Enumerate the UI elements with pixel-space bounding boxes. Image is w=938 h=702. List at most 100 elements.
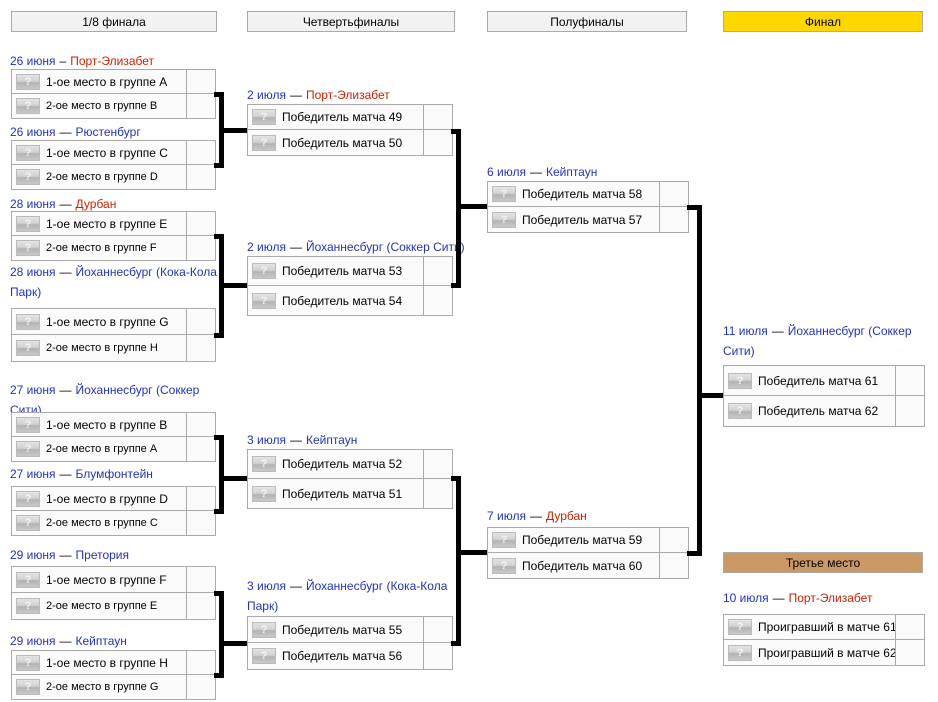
team-row: ? 2-ое место в группе A [12,437,215,461]
team-row: ? 2-ое место в группе C [12,511,215,535]
team-row: ? 1-ое место в группе A [12,70,215,94]
team-name: Победитель матча 54 [282,293,403,308]
venue-link[interactable]: Йоханнесбург (Кока-Кола Парк) [10,265,217,299]
match-box-qf-4: ? Победитель матча 55 ? Победитель матча… [247,616,453,670]
date-link[interactable]: 2 июля [247,240,286,254]
date-link[interactable]: 26 июня [10,125,56,139]
match-header-r16-4: 28 июня—Йоханнесбург (Кока-Кола Парк) [10,262,225,302]
match-box-r16-3: ? 1-ое место в группе E ? 2-ое место в г… [11,211,216,261]
dash: — [59,548,72,562]
team-row: ? Победитель матча 62 [724,396,924,426]
venue-link[interactable]: Кейптаун [305,433,358,447]
flag-placeholder-icon: ? [492,211,516,228]
team-name: 2-ое место в группе D [46,171,158,183]
score-cell [186,335,215,361]
date-link[interactable]: 6 июля [487,165,526,179]
team-row: ? 1-ое место в группе E [12,212,215,236]
flag-placeholder-icon: ? [492,532,516,548]
date-link[interactable]: 29 июня [10,634,56,648]
team-row: ? Победитель матча 51 [248,479,452,508]
team-row: ? Проигравший в матче 62 [724,640,924,665]
score-cell [423,643,452,669]
dash: — [289,579,302,593]
team-row: ? 1-ое место в группе G [12,309,215,335]
team-name: Победитель матча 62 [758,404,879,418]
match-box-qf-2: ? Победитель матча 53 ? Победитель матча… [247,256,453,316]
venue-link[interactable]: Порт-Элизабет [70,54,155,68]
match-box-sf-2: ? Победитель матча 59 ? Победитель матча… [487,527,689,579]
team-name: Победитель матча 59 [522,533,643,547]
date-link[interactable]: 26 июня [10,54,56,68]
team-row: ? 1-ое место в группе F [12,567,215,593]
score-cell [895,366,924,395]
venue-link[interactable]: Йоханнесбург (Соккер Сити) [305,240,465,254]
venue-link[interactable]: Порт-Элизабет [305,88,390,102]
score-cell [659,207,688,232]
team-name: Победитель матча 49 [282,110,403,124]
team-row: ? Победитель матча 55 [248,617,452,643]
venue-link[interactable]: Блумфонтейн [75,467,153,481]
flag-placeholder-icon: ? [492,557,516,574]
score-cell [186,94,215,118]
venue-link[interactable]: Порт-Элизабет [788,591,873,605]
date-link[interactable]: 28 июня [10,265,56,279]
match-box-r16-4: ? 1-ое место в группе G ? 2-ое место в г… [11,308,216,362]
venue-link[interactable]: Дурбан [75,197,117,211]
date-link[interactable]: 3 июля [247,579,286,593]
venue-link[interactable]: Йоханнесбург (Кока-Кола Парк) [247,579,448,613]
venue-link[interactable]: Дурбан [545,509,587,523]
venue-link[interactable]: Йоханнесбург (Соккер Сити) [723,324,912,358]
match-box-sf-1: ? Победитель матча 58 ? Победитель матча… [487,181,689,233]
team-name: 2-ое место в группе B [46,100,158,112]
date-link[interactable]: 27 июня [10,383,56,397]
venue-link[interactable]: Претория [75,548,129,562]
date-link[interactable]: 11 июля [723,324,768,338]
team-name: Проигравший в матче 62 [758,645,895,660]
date-link[interactable]: 3 июля [247,433,286,447]
team-name: 1-ое место в группе F [46,572,167,587]
score-cell [186,437,215,461]
team-name: 2-ое место в группе G [46,681,159,693]
score-cell [895,640,924,665]
date-link[interactable]: 29 июня [10,548,56,562]
team-name: Победитель матча 51 [282,486,403,501]
match-box-final: ? Победитель матча 61 ? Победитель матча… [723,365,925,427]
date-link[interactable]: 27 июня [10,467,56,481]
flag-placeholder-icon: ? [16,169,40,185]
team-name: Победитель матча 58 [522,187,643,201]
bracket-connector [687,551,702,556]
team-name: 1-ое место в группе B [46,417,168,432]
score-cell [186,487,215,510]
match-header-r16-3: 28 июня—Дурбан [10,194,225,214]
venue-link[interactable]: Кейптаун [545,165,598,179]
score-cell [423,479,452,508]
team-name: 1-ое место в группе E [46,216,168,231]
dash: — [772,591,785,605]
date-link[interactable]: 7 июля [487,509,526,523]
score-cell [423,617,452,642]
date-link[interactable]: 28 июня [10,197,56,211]
date-link[interactable]: 2 июля [247,88,286,102]
dash: – [59,54,67,68]
date-link[interactable]: 10 июля [723,591,769,605]
team-name: Победитель матча 61 [758,373,879,388]
bracket-connector [697,393,723,398]
venue-link[interactable]: Рюстенбург [75,125,141,139]
dash: — [289,433,302,447]
flag-placeholder-icon: ? [16,313,40,330]
flag-placeholder-icon: ? [728,372,752,389]
team-name: Проигравший в матче 61 [758,620,895,634]
team-row: ? Проигравший в матче 61 [724,615,924,640]
match-header-sf-1: 6 июля—Кейптаун [487,162,702,182]
flag-placeholder-icon: ? [16,441,40,457]
flag-placeholder-icon: ? [16,515,40,531]
team-row: ? Победитель матча 52 [248,450,452,479]
team-row: ? Победитель матча 61 [724,366,924,396]
score-cell [895,615,924,639]
flag-placeholder-icon: ? [728,644,752,661]
score-cell [186,651,215,674]
match-box-r16-2: ? 1-ое место в группе C ? 2-ое место в г… [11,140,216,190]
flag-placeholder-icon: ? [252,648,276,664]
venue-link[interactable]: Кейптаун [75,634,127,648]
